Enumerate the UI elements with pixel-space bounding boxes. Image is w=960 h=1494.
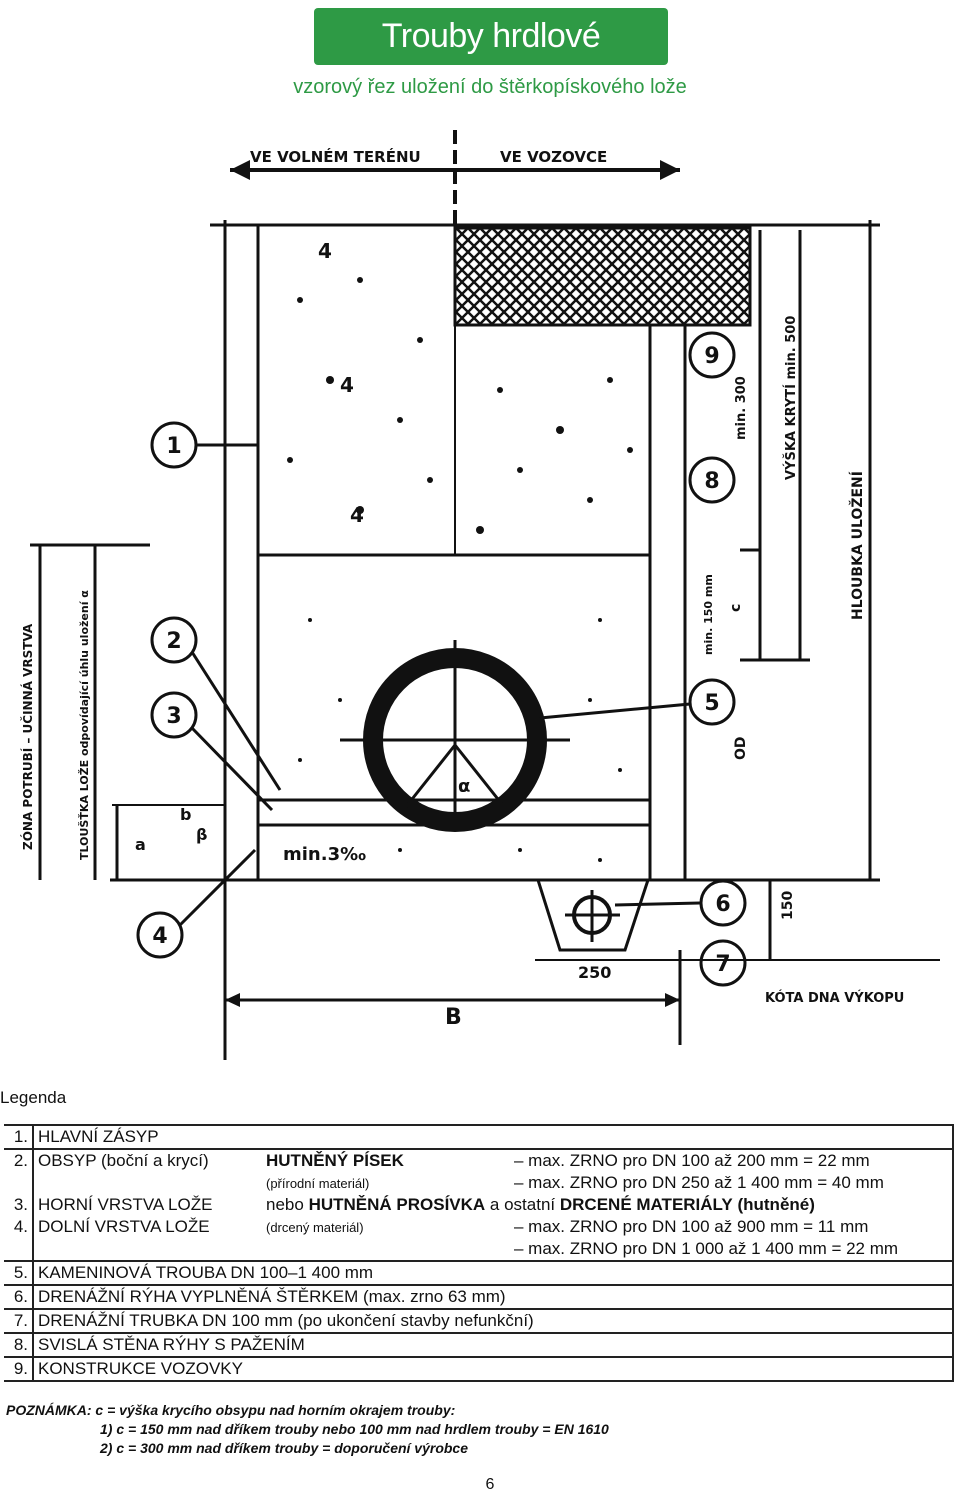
legend-row: 4. DOLNÍ VRSTVA LOŽE (drcený materiál) –… bbox=[4, 1216, 954, 1238]
note-line-2: 2) c = 300 mm nad dříkem trouby = doporu… bbox=[100, 1440, 469, 1456]
label-min150: min. 150 mm bbox=[702, 574, 715, 655]
label-od: OD bbox=[733, 736, 749, 760]
callout-4: 4 bbox=[152, 924, 167, 949]
grain-1: – max. ZRNO pro DN 100 až 200 mm = 22 mm bbox=[510, 1149, 954, 1172]
label-150: 150 bbox=[780, 891, 796, 920]
legend-num: 3. bbox=[4, 1194, 34, 1216]
svg-text:4: 4 bbox=[318, 239, 332, 263]
legend-name: KONSTRUKCE VOZOVKY bbox=[33, 1356, 954, 1382]
legend-row: 2. OBSYP (boční a krycí) HUTNĚNÝ PÍSEK –… bbox=[4, 1149, 954, 1172]
svg-text:4: 4 bbox=[350, 503, 364, 527]
legend-row: 6. DRENÁŽNÍ RÝHA VYPLNĚNÁ ŠTĚRKEM (max. … bbox=[4, 1284, 954, 1310]
note-line-1: 1) c = 150 mm nad dříkem trouby nebo 100… bbox=[100, 1421, 609, 1437]
label-b: B bbox=[445, 1005, 462, 1030]
callout-7: 7 bbox=[715, 952, 730, 977]
legend-num: 8. bbox=[4, 1332, 34, 1358]
label-invert: KÓTA DNA VÝKOPU bbox=[765, 990, 904, 1006]
label-depth: HLOUBKA ULOŽENÍ bbox=[849, 471, 866, 620]
legend-num: 4. bbox=[4, 1216, 34, 1238]
callout-8: 8 bbox=[704, 469, 719, 494]
material-crushed: nebo HUTNĚNÁ PROSÍVKA a ostatní DRCENÉ M… bbox=[262, 1194, 954, 1216]
legend-num: 7. bbox=[4, 1308, 34, 1334]
legend-name: OBSYP (boční a krycí) bbox=[38, 1151, 209, 1170]
label-min300: min. 300 bbox=[734, 376, 749, 440]
label-250: 250 bbox=[578, 963, 611, 982]
legend-row: 7. DRENÁŽNÍ TRUBKA DN 100 mm (po ukončen… bbox=[4, 1308, 954, 1334]
material-crushed-note: (drcený materiál) bbox=[266, 1219, 364, 1235]
trench-cross-section-drawing: VE VOLNÉM TERÉNU VE VOZOVCE 4 4 4 α min.… bbox=[20, 130, 940, 1060]
callout-6: 6 bbox=[715, 892, 730, 917]
legend-num: 9. bbox=[4, 1356, 34, 1382]
legend-row: 5. KAMENINOVÁ TROUBA DN 100–1 400 mm bbox=[4, 1260, 954, 1286]
label-cover: VÝŠKA KRYTÍ min. 500 bbox=[783, 316, 799, 480]
grain-4: – max. ZRNO pro DN 1 000 až 1 400 mm = 2… bbox=[510, 1238, 954, 1261]
legend-name: DRENÁŽNÍ RÝHA VYPLNĚNÁ ŠTĚRKEM (max. zrn… bbox=[33, 1284, 954, 1310]
road-structure-hatch bbox=[453, 226, 752, 327]
label-a: a bbox=[135, 835, 146, 854]
legend-row: 9. KONSTRUKCE VOZOVKY bbox=[4, 1356, 954, 1382]
callout-3: 3 bbox=[166, 704, 181, 729]
page-number: 6 bbox=[485, 1476, 495, 1493]
label-zone: ZÓNA POTRUBÍ – UČINNÁ VRSTVA bbox=[20, 623, 35, 850]
legend-name: SVISLÁ STĚNA RÝHY S PAŽENÍM bbox=[33, 1332, 954, 1358]
note-main: POZNÁMKA: c = výška krycího obsypu nad h… bbox=[6, 1402, 456, 1418]
legend-name: HORNÍ VRSTVA LOŽE bbox=[38, 1195, 213, 1214]
label-c: c bbox=[728, 604, 744, 612]
legend-num: 1. bbox=[4, 1124, 34, 1150]
legend-name: HLAVNÍ ZÁSYP bbox=[33, 1124, 954, 1150]
label-beta: β bbox=[196, 825, 207, 844]
label-ve-vozovce: VE VOZOVCE bbox=[500, 148, 607, 166]
label-alpha: α bbox=[458, 776, 470, 797]
page-subtitle: vzorový řez uložení do štěrkopískového l… bbox=[293, 76, 687, 98]
label-b-small: b bbox=[180, 805, 191, 824]
legend-row: 1. HLAVNÍ ZÁSYP bbox=[4, 1124, 954, 1150]
grain-3: – max. ZRNO pro DN 100 až 900 mm = 11 mm bbox=[510, 1216, 954, 1238]
legend-row: – max. ZRNO pro DN 1 000 až 1 400 mm = 2… bbox=[4, 1238, 954, 1261]
label-slope: min.3‰ bbox=[283, 844, 366, 865]
grain-2: – max. ZRNO pro DN 250 až 1 400 mm = 40 … bbox=[510, 1172, 954, 1194]
legend-name: DRENÁŽNÍ TRUBKA DN 100 mm (po ukončení s… bbox=[33, 1308, 954, 1334]
callout-9: 9 bbox=[704, 344, 719, 369]
legend-name: DOLNÍ VRSTVA LOŽE bbox=[38, 1217, 210, 1236]
callout-2: 2 bbox=[166, 629, 181, 654]
material-sand: HUTNĚNÝ PÍSEK bbox=[266, 1151, 404, 1170]
legend-row: (přírodní materiál) – max. ZRNO pro DN 2… bbox=[4, 1172, 954, 1194]
legend-num: 5. bbox=[4, 1260, 34, 1286]
legend-num: 6. bbox=[4, 1284, 34, 1310]
label-bed-thickness: TLOUŠŤKA LOŽE odpovídající úhlu uložení … bbox=[78, 590, 91, 860]
callout-1: 1 bbox=[166, 434, 181, 459]
svg-text:4: 4 bbox=[340, 373, 354, 397]
legend-heading: Legenda bbox=[0, 1088, 67, 1107]
callout-5: 5 bbox=[704, 691, 719, 716]
legend-num: 2. bbox=[4, 1149, 34, 1172]
legend-name: KAMENINOVÁ TROUBA DN 100–1 400 mm bbox=[33, 1260, 954, 1286]
legend-row: 3. HORNÍ VRSTVA LOŽE nebo HUTNĚNÁ PROSÍV… bbox=[4, 1194, 954, 1216]
material-sand-note: (přírodní materiál) bbox=[266, 1175, 370, 1191]
label-ve-volnem-terenu: VE VOLNÉM TERÉNU bbox=[250, 147, 421, 166]
legend-row: 8. SVISLÁ STĚNA RÝHY S PAŽENÍM bbox=[4, 1332, 954, 1358]
page-title: Trouby hrdlové bbox=[314, 8, 668, 65]
legend-table: 1. HLAVNÍ ZÁSYP 2. OBSYP (boční a krycí)… bbox=[4, 1124, 954, 1382]
